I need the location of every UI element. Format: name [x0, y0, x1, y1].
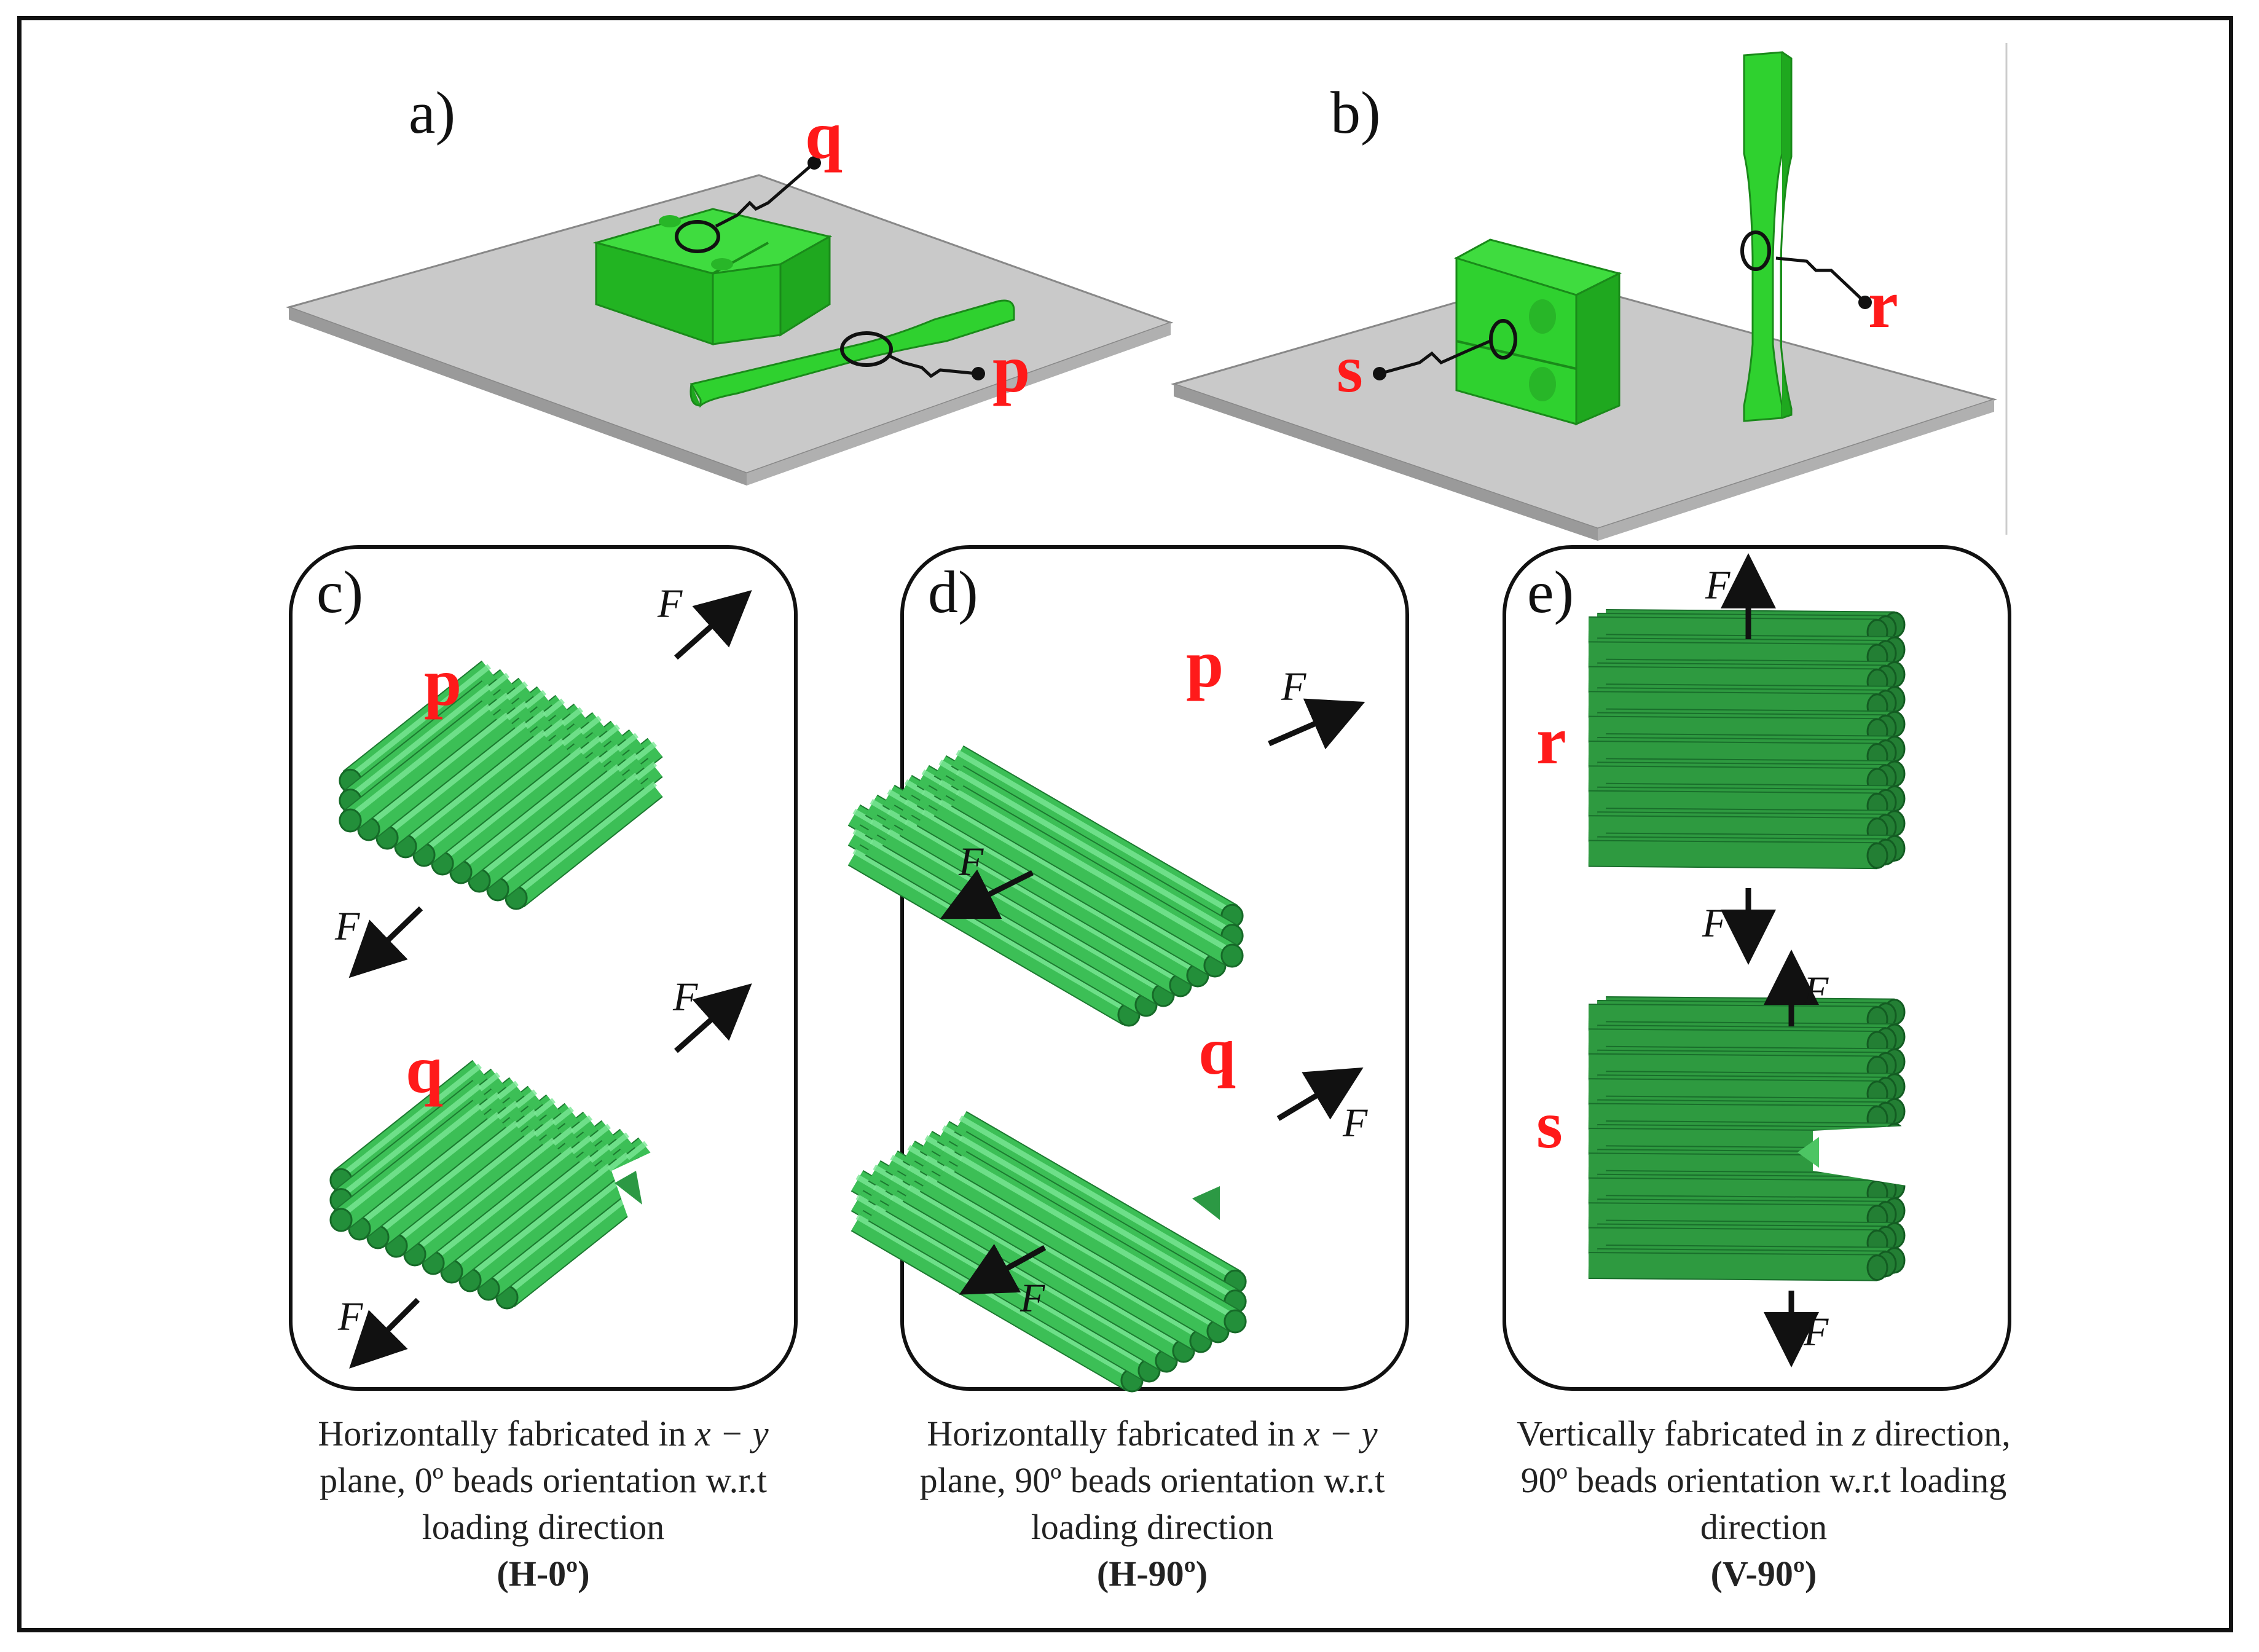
- q-leader-line: [715, 162, 815, 228]
- s-highlight-ellipse: [1489, 319, 1517, 360]
- force-label: F: [1705, 563, 1731, 608]
- marker-q-c: q: [406, 1032, 444, 1107]
- force-arrow: [348, 906, 423, 978]
- marker-p-a: p: [992, 331, 1031, 406]
- bead-stacks: [329, 609, 1930, 1393]
- caption-e-line1: Vertically fabricated in: [1517, 1414, 1853, 1453]
- force-label: F: [658, 581, 683, 626]
- caption-e: Vertically fabricated in z direction, 90…: [1487, 1410, 2040, 1597]
- panel-a-dogbone-specimen: [689, 299, 1015, 408]
- panel-e-beads-r: [1588, 609, 1906, 870]
- panel-d-notch-tip: [1192, 1186, 1220, 1220]
- r-highlight-ellipse: [1740, 230, 1771, 271]
- panel-label-c: c): [316, 559, 364, 626]
- panel-label-b: b): [1330, 80, 1381, 146]
- force-label: F: [1343, 1101, 1368, 1146]
- caption-c-line1: Horizontally fabricated in: [318, 1414, 695, 1453]
- caption-e-math: z: [1852, 1414, 1866, 1453]
- force-label: F: [335, 904, 360, 949]
- panel-e-beads-s: [1588, 996, 1906, 1281]
- panel-d-beads-q: [851, 1111, 1247, 1393]
- force-arrow: [674, 590, 752, 660]
- caption-e-code: (V-90º): [1710, 1554, 1817, 1594]
- r-leader-line: [1775, 256, 1866, 304]
- caption-d-code: (H-90º): [1096, 1554, 1208, 1594]
- p-leader-line: [887, 353, 978, 379]
- force-label: F: [1804, 1310, 1829, 1355]
- panel-label-d: d): [928, 559, 978, 626]
- caption-d-line1: Horizontally fabricated in: [927, 1414, 1304, 1453]
- marker-r-b: r: [1868, 267, 1898, 342]
- caption-c-line2: plane, 0º beads orientation w.r.t: [320, 1460, 767, 1500]
- panel-label-e: e): [1527, 559, 1574, 626]
- force-arrow: [1276, 1067, 1364, 1121]
- panel-c-notch-tip: [615, 1171, 642, 1205]
- panel-e-notch-tip: [1797, 1137, 1819, 1168]
- force-arrow: [959, 1243, 1047, 1295]
- panel-e-box: [1503, 545, 2011, 1391]
- force-label: F: [673, 975, 698, 1020]
- marker-p-c: p: [424, 645, 462, 720]
- caption-c-math: x − y: [694, 1414, 769, 1453]
- caption-c: Horizontally fabricated in x − y plane, …: [267, 1410, 820, 1597]
- panel-c-box: [289, 545, 798, 1391]
- force-arrow: [940, 869, 1034, 919]
- caption-d-line3: loading direction: [1031, 1507, 1274, 1547]
- marker-q-a: q: [805, 98, 843, 173]
- panel-c-notch: [611, 1149, 670, 1223]
- q-highlight-ellipse: [675, 220, 720, 253]
- force-arrow: [1268, 698, 1365, 750]
- caption-d: Horizontally fabricated in x − y plane, …: [876, 1410, 1429, 1597]
- force-label: F: [1702, 901, 1727, 946]
- panel-a-compact-tension-specimen: [592, 208, 833, 346]
- force-label: F: [1020, 1276, 1045, 1321]
- force-arrow: [349, 1297, 420, 1369]
- caption-e-line1-end: direction,: [1866, 1414, 2011, 1453]
- s-leader-line: [1379, 339, 1491, 376]
- panel-b-compact-tension-specimen: [1454, 238, 1622, 426]
- p-highlight-ellipse: [840, 331, 893, 367]
- force-label: F: [338, 1294, 363, 1339]
- marker-q-d: q: [1198, 1013, 1236, 1088]
- panel-e-notch: [1813, 1125, 1930, 1189]
- force-label: F: [959, 840, 984, 884]
- panel-c-beads-q: [329, 1060, 654, 1310]
- marker-p-d: p: [1186, 626, 1224, 701]
- marker-s-e: s: [1536, 1087, 1563, 1162]
- panel-label-a: a): [409, 80, 456, 146]
- caption-d-line2: plane, 90º beads orientation w.r.t: [919, 1460, 1385, 1500]
- force-arrow: [674, 983, 752, 1053]
- caption-c-code: (H-0º): [497, 1554, 590, 1594]
- force-label: F: [1804, 969, 1829, 1013]
- figure-frame: [17, 16, 2233, 1632]
- marker-r-e: r: [1536, 703, 1566, 778]
- caption-e-line3: direction: [1700, 1507, 1828, 1547]
- marker-s-b: s: [1337, 331, 1363, 406]
- force-arrows: [348, 553, 1819, 1369]
- caption-c-line3: loading direction: [422, 1507, 665, 1547]
- caption-d-math: x − y: [1303, 1414, 1378, 1453]
- force-label: F: [1281, 664, 1306, 709]
- caption-e-line2: 90º beads orientation w.r.t loading: [1520, 1460, 2007, 1500]
- panel-d-beads-p: [847, 745, 1244, 1027]
- panel-d-box: [900, 545, 1409, 1391]
- panel-c-beads-p: [339, 660, 663, 910]
